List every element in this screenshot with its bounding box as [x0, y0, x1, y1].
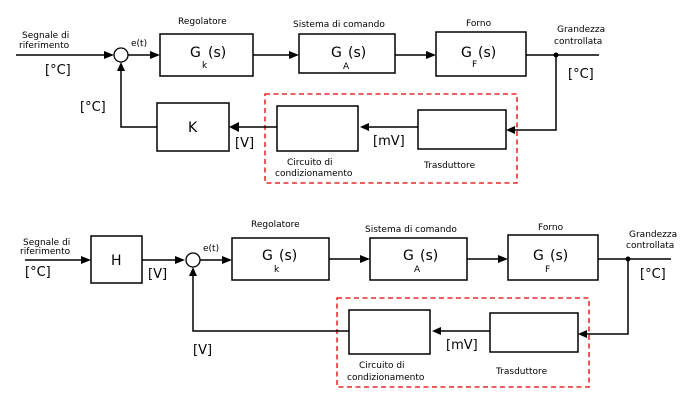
- furnace-sub: F: [472, 60, 477, 70]
- transducer-block: [417, 109, 507, 150]
- arrow-head-icon: [432, 327, 441, 335]
- conditioning-block: [276, 105, 359, 152]
- actuator-g: G: [403, 248, 414, 264]
- regulator-title: Regolatore: [178, 17, 227, 27]
- furnace-block: [435, 31, 527, 77]
- conditioning-label-line2: condizionamento: [347, 373, 425, 383]
- diagram-1: Segnale di riferimento [°C] e(t) Regolat…: [16, 17, 605, 184]
- regulator-g: G: [190, 45, 201, 61]
- error-label: e(t): [203, 244, 219, 254]
- arrow-head-icon: [289, 51, 299, 59]
- actuator-sub: A: [343, 62, 350, 72]
- input-unit: [°C]: [25, 265, 51, 280]
- output-unit: [°C]: [640, 267, 666, 282]
- output-label-line2: controllata: [626, 241, 674, 251]
- regulator-sub: k: [274, 265, 280, 275]
- input-label-line1: Segnale di: [23, 238, 70, 248]
- output-label-line1: Grandezza: [629, 230, 677, 240]
- transducer-unit: [mV]: [373, 134, 405, 149]
- arrow-head-icon: [189, 267, 197, 276]
- actuator-title: Sistema di comando: [293, 20, 385, 30]
- h-output-unit: [V]: [148, 267, 167, 282]
- transducer-block: [489, 312, 579, 353]
- feedback-line: [514, 55, 557, 131]
- actuator-title: Sistema di comando: [365, 225, 457, 235]
- arrow-head-icon: [498, 255, 508, 263]
- output-label-line1: Grandezza: [557, 25, 605, 35]
- diagram-2: Segnale di riferimento [°C] H [V] e(t) R…: [20, 220, 677, 388]
- input-label-line1: Segnale di: [22, 31, 69, 41]
- input-label-line2: riferimento: [20, 247, 71, 257]
- k-input-unit: [V]: [235, 136, 254, 151]
- actuator-g: G: [331, 45, 342, 61]
- conditioning-label-line1: Circuito di: [359, 361, 405, 371]
- arrow-head-icon: [426, 51, 436, 59]
- input-label-line2: riferimento: [19, 41, 70, 51]
- transducer-unit: [mV]: [446, 338, 478, 353]
- furnace-s: (s): [478, 45, 496, 61]
- arrow-head-icon: [104, 51, 114, 59]
- regulator-g: G: [262, 248, 273, 264]
- feedback-unit: [V]: [193, 343, 212, 358]
- output-unit: [°C]: [568, 67, 594, 82]
- conditioning-label-line1: Circuito di: [287, 158, 333, 168]
- arrow-head-icon: [360, 123, 369, 131]
- furnace-title: Forno: [538, 223, 564, 233]
- regulator-s: (s): [279, 248, 297, 264]
- arrow-head-icon: [360, 255, 370, 263]
- arrow-head-icon: [229, 122, 239, 132]
- feedback-return-line: [192, 274, 349, 332]
- regulator-sub: k: [202, 61, 208, 71]
- actuator-s: (s): [348, 45, 366, 61]
- h-label: H: [111, 253, 122, 269]
- arrow-head-icon: [81, 256, 91, 264]
- sensor-group-dashed-box: [336, 297, 590, 388]
- sensor-group-dashed-box: [264, 93, 518, 184]
- error-label: e(t): [131, 39, 147, 49]
- furnace-block: [507, 234, 599, 281]
- arrow-head-icon: [117, 62, 125, 71]
- arrow-head-icon: [175, 256, 185, 264]
- actuator-block: [298, 33, 396, 74]
- actuator-s: (s): [420, 248, 438, 264]
- feedback-line: [586, 259, 629, 335]
- furnace-sub: F: [545, 265, 550, 275]
- conditioning-block: [348, 309, 431, 355]
- summing-junction: [185, 252, 201, 268]
- feedback-return-line: [120, 69, 157, 128]
- actuator-block: [369, 237, 468, 281]
- h-block: [90, 235, 143, 284]
- summing-junction: [113, 47, 129, 63]
- regulator-s: (s): [208, 45, 226, 61]
- conditioning-label-line2: condizionamento: [275, 169, 353, 179]
- actuator-sub: A: [414, 265, 421, 275]
- input-unit: [°C]: [45, 63, 71, 78]
- furnace-title: Forno: [466, 19, 492, 29]
- feedback-unit: [°C]: [80, 100, 106, 115]
- arrow-head-icon: [578, 330, 587, 338]
- arrow-head-icon: [150, 51, 160, 59]
- regulator-block: [231, 237, 330, 281]
- furnace-g: G: [461, 45, 472, 61]
- k-label: K: [188, 120, 198, 136]
- transducer-label: Trasduttore: [423, 161, 476, 171]
- transducer-label: Trasduttore: [495, 367, 548, 377]
- output-label-line2: controllata: [554, 37, 602, 47]
- furnace-g: G: [533, 248, 544, 264]
- furnace-s: (s): [550, 248, 568, 264]
- arrow-head-icon: [506, 126, 515, 134]
- arrow-head-icon: [222, 256, 232, 264]
- regulator-title: Regolatore: [251, 220, 300, 230]
